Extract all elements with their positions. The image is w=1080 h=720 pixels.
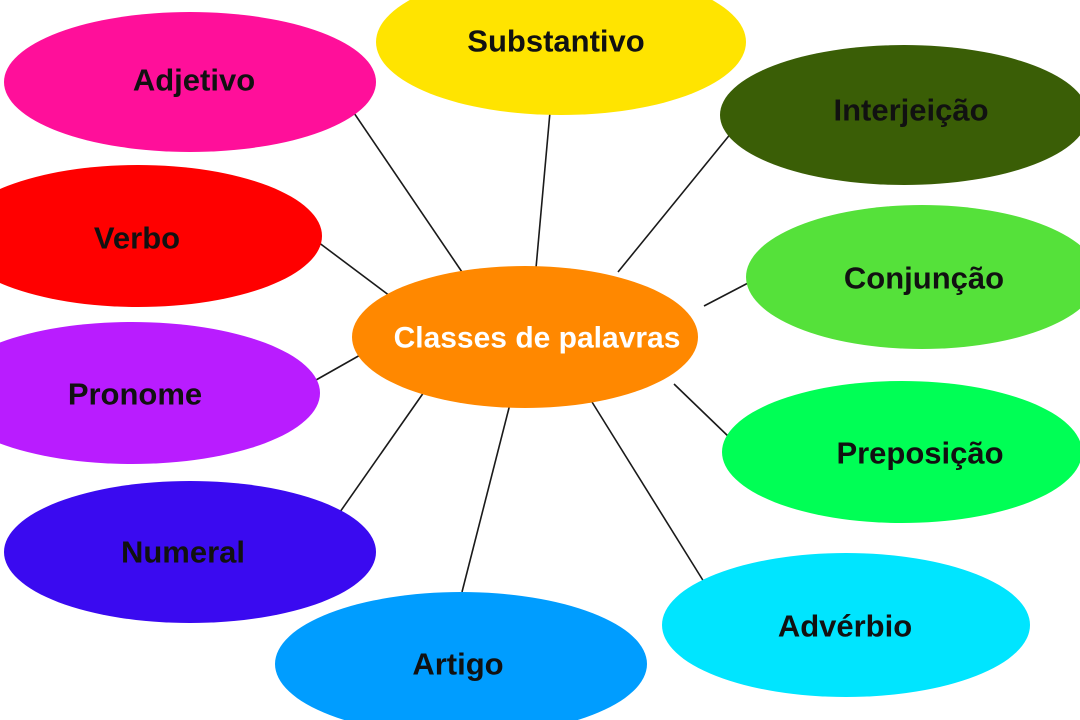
node-conjuncao: Conjunção [746,205,1080,349]
node-adjetivo-shape [4,12,376,152]
node-adverbio-shape [662,553,1030,697]
connector-preposicao [673,383,731,439]
node-verbo: Verbo [0,165,322,307]
connector-interjeicao [617,131,733,273]
node-preposicao-shape [722,381,1080,523]
node-substantivo-label: Substantivo [467,24,644,59]
center-node: Classes de palavras [352,266,698,408]
connectors [315,109,751,593]
center-node-label: Classes de palavras [394,322,681,355]
node-artigo-shape [275,592,647,720]
connector-substantivo [535,111,551,269]
node-conjuncao-shape [746,205,1080,349]
node-pronome-label: Pronome [68,377,202,412]
node-artigo-label: Artigo [412,647,503,682]
connector-adjetivo [351,109,463,273]
node-preposicao: Preposição [722,381,1080,523]
node-interjeicao-label: Interjeição [833,93,988,128]
node-interjeicao: Interjeição [720,45,1080,185]
node-adjetivo-label: Adjetivo [133,63,255,98]
node-preposicao-label: Preposição [836,436,1003,471]
node-verbo-label: Verbo [94,221,180,256]
connector-adverbio [591,401,705,583]
node-pronome: Pronome [0,322,320,464]
connector-verbo [317,241,391,297]
node-artigo: Artigo [275,592,647,720]
node-numeral-label: Numeral [121,535,245,570]
node-verbo-shape [0,165,322,307]
node-substantivo: Substantivo [376,0,746,115]
connector-pronome [315,353,363,381]
node-adverbio-label: Advérbio [778,609,912,644]
node-adverbio: Advérbio [662,553,1030,697]
connector-numeral [339,391,425,513]
connector-conjuncao [703,281,751,307]
node-conjuncao-label: Conjunção [844,261,1004,296]
connector-artigo [461,403,511,593]
node-numeral-shape [4,481,376,623]
node-adjetivo: Adjetivo [4,12,376,152]
node-substantivo-shape [376,0,746,115]
node-pronome-shape [0,322,320,464]
node-interjeicao-shape [720,45,1080,185]
node-numeral: Numeral [4,481,376,623]
center-node-shape [352,266,698,408]
